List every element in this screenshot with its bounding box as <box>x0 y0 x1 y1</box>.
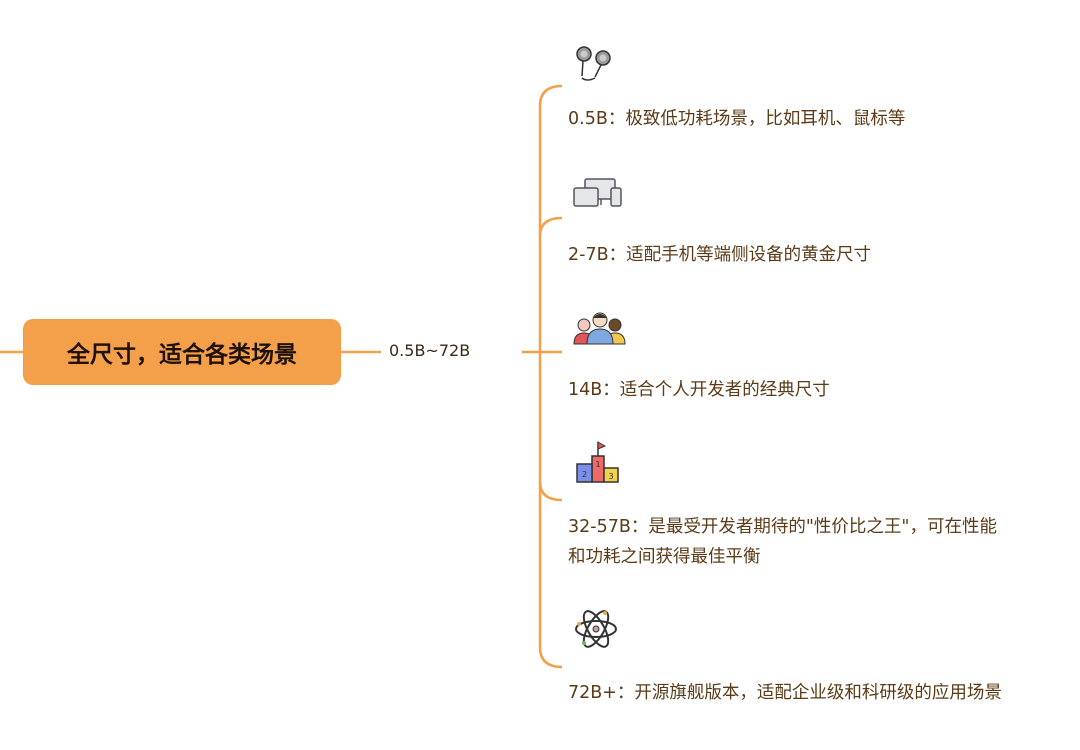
podium-icon: 1 2 3 <box>576 441 619 483</box>
atom-icon <box>575 610 617 648</box>
earphones-icon <box>576 46 611 81</box>
svg-text:2: 2 <box>582 470 587 479</box>
node-text: 0.5B：极致低功耗场景，比如耳机、鼠标等 <box>568 109 906 129</box>
node-text: 32-57B：是最受开发者期待的"性价比之王"，可在性能和功耗之间获得最佳平衡 <box>568 517 997 567</box>
root-node[interactable]: 全尺寸，适合各类场景 <box>23 319 341 385</box>
svg-text:1: 1 <box>595 460 600 469</box>
node-72b-plus[interactable]: 72B+：开源旗舰版本，适配企业级和科研级的应用场景 <box>568 678 1028 708</box>
svg-text:3: 3 <box>608 472 613 481</box>
branch-bracket <box>538 84 563 669</box>
root-label: 全尺寸，适合各类场景 <box>67 342 297 368</box>
branch-connector-2-7b <box>538 216 563 237</box>
node-text: 14B：适合个人开发者的经典尺寸 <box>568 380 830 400</box>
node-2-7b[interactable]: 2-7B：适配手机等端侧设备的黄金尺寸 <box>568 240 1018 270</box>
people-icon <box>573 312 626 345</box>
node-14b[interactable]: 14B：适合个人开发者的经典尺寸 <box>568 375 1018 405</box>
node-text: 2-7B：适配手机等端侧设备的黄金尺寸 <box>568 245 872 265</box>
devices-icon <box>573 178 622 207</box>
branch-connector-32-57b <box>538 481 563 502</box>
node-32-57b[interactable]: 32-57B：是最受开发者期待的"性价比之王"，可在性能和功耗之间获得最佳平衡 <box>568 512 1008 572</box>
range-label: 0.5B~72B <box>389 341 471 360</box>
node-0-5b[interactable]: 0.5B：极致低功耗场景，比如耳机、鼠标等 <box>568 104 1018 134</box>
node-text: 72B+：开源旗舰版本，适配企业级和科研级的应用场景 <box>568 683 1002 703</box>
